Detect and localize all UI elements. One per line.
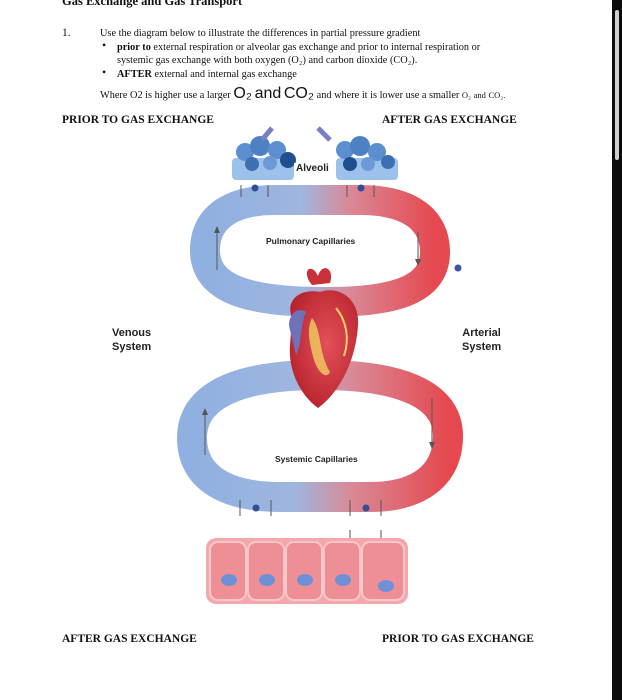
bullet-2-bold: AFTER	[117, 69, 152, 80]
alveoli-right	[316, 126, 398, 180]
arterial-line-2: System	[462, 341, 502, 353]
alveoli-label: Alveoli	[294, 163, 331, 174]
venous-line-1: Venous	[112, 327, 152, 339]
instr-part-a: Where O2 is higher use a larger	[100, 90, 231, 101]
header-top-right: AFTER GAS EXCHANGE	[382, 114, 517, 126]
bullet-1-continuation: systemic gas exchange with both oxygen (…	[117, 55, 418, 66]
gas-dot-right	[454, 264, 462, 272]
pulmonary-loop	[189, 185, 451, 318]
header-top-left: PRIOR TO GAS EXCHANGE	[62, 114, 214, 126]
pulmonary-capillaries-label: Pulmonary Capillaries	[266, 236, 356, 246]
venous-system-label: Venous System	[112, 326, 151, 354]
venous-line-2: System	[112, 341, 152, 353]
heart-illustration	[289, 268, 359, 408]
bullet-2-text: external and internal gas exchange	[154, 69, 297, 80]
alveolar-gas-markers	[240, 184, 375, 197]
bullet-2: AFTER external and internal gas exchange	[117, 68, 297, 81]
instr-and-small: and	[473, 90, 486, 100]
systemic-loop	[176, 359, 464, 512]
bullet-dot-1: •	[102, 38, 107, 52]
systemic-capillaries-label: Systemic Capillaries	[275, 454, 358, 464]
scrollbar-track[interactable]	[612, 0, 622, 700]
alveoli-left	[232, 126, 296, 180]
bullet-1-text: external respiration or alveolar gas exc…	[153, 42, 481, 53]
size-instruction: Where O2 is higher use a larger O₂ and C…	[100, 85, 505, 105]
header-bottom-right: PRIOR TO GAS EXCHANGE	[382, 633, 534, 645]
instr-o2-small: O₂	[461, 90, 472, 100]
bullet-1: prior to external respiration or alveola…	[117, 41, 480, 54]
scrollbar-thumb[interactable]	[615, 10, 619, 160]
header-bottom-left: AFTER GAS EXCHANGE	[62, 633, 197, 645]
instr-co2-large: CO₂	[283, 85, 315, 102]
bullet-1-bold: prior to	[117, 42, 151, 53]
instr-co2-small: CO₂.	[488, 90, 506, 100]
question-intro: Use the diagram below to illustrate the …	[100, 28, 421, 39]
question-number: 1.	[62, 27, 71, 39]
instr-o2-large: O₂	[233, 85, 252, 102]
instr-part-b: and where it is lower use a smaller	[316, 90, 460, 101]
arterial-line-1: Arterial	[462, 327, 501, 339]
bullet-dot-2: •	[102, 65, 107, 79]
page-title: Gas Exchange and Gas Transport	[62, 0, 243, 8]
arterial-system-label: Arterial System	[462, 326, 501, 354]
tissue-cells	[206, 538, 408, 604]
instr-and-large: and	[254, 85, 282, 102]
